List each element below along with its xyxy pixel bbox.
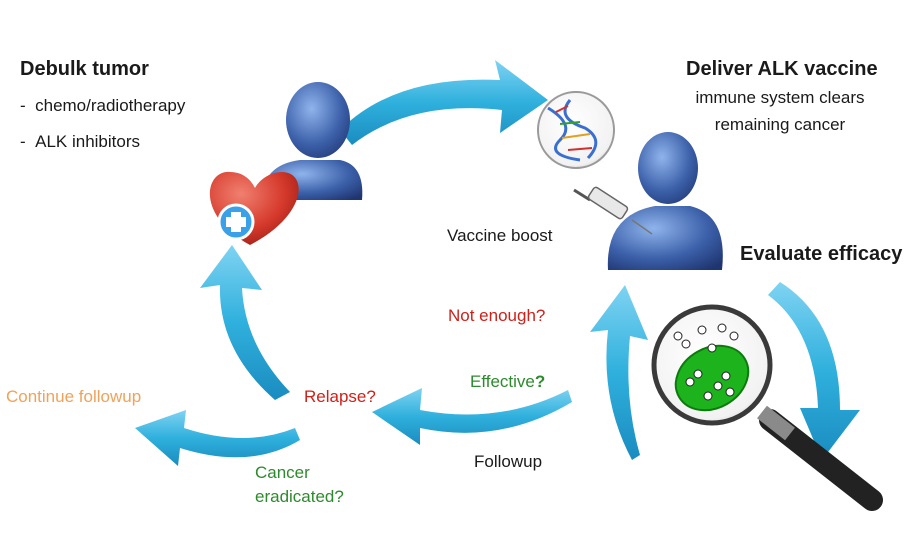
vaccine-boost-label: Vaccine boost [447,226,553,245]
arrow-continue-followup [135,410,300,466]
debulk-title: Debulk tumor [20,58,149,80]
continue-followup-label: Continue followup [6,387,142,406]
debulk-item-1: - chemo/radiotherapy [20,96,186,115]
effective-label: Effective? [470,372,545,392]
debulk-item-2-text: ALK inhibitors [35,132,140,151]
magnifier-icon [651,304,883,511]
syringe-icon [573,186,653,235]
arrow-to-vaccine [340,60,548,145]
effective-text: Effective [470,372,535,391]
deliver-title: Deliver ALK vaccine [686,58,878,80]
not-enough-label: Not enough? [448,306,546,325]
arrow-to-evaluate [768,282,860,460]
arrow-vaccine-boost [590,285,648,460]
vaccinated-patient-icon [607,132,723,270]
relapse-label: Relapse? [304,387,376,406]
debulk-item-2: - ALK inhibitors [20,132,140,151]
deliver-line-1: immune system clears [695,88,865,107]
dna-icon [537,91,615,169]
arrow-followup [372,388,572,445]
effective-mark: ? [534,372,546,391]
debulk-item-1-text: chemo/radiotherapy [35,96,186,115]
arrow-relapse-up [200,245,290,400]
eradicated-label: eradicated? [255,487,344,506]
deliver-line-2: remaining cancer [714,115,846,134]
heart-icon [209,171,299,245]
cancer-label: Cancer [255,463,310,482]
evaluate-title: Evaluate efficacy [740,243,903,265]
followup-label: Followup [474,452,543,471]
